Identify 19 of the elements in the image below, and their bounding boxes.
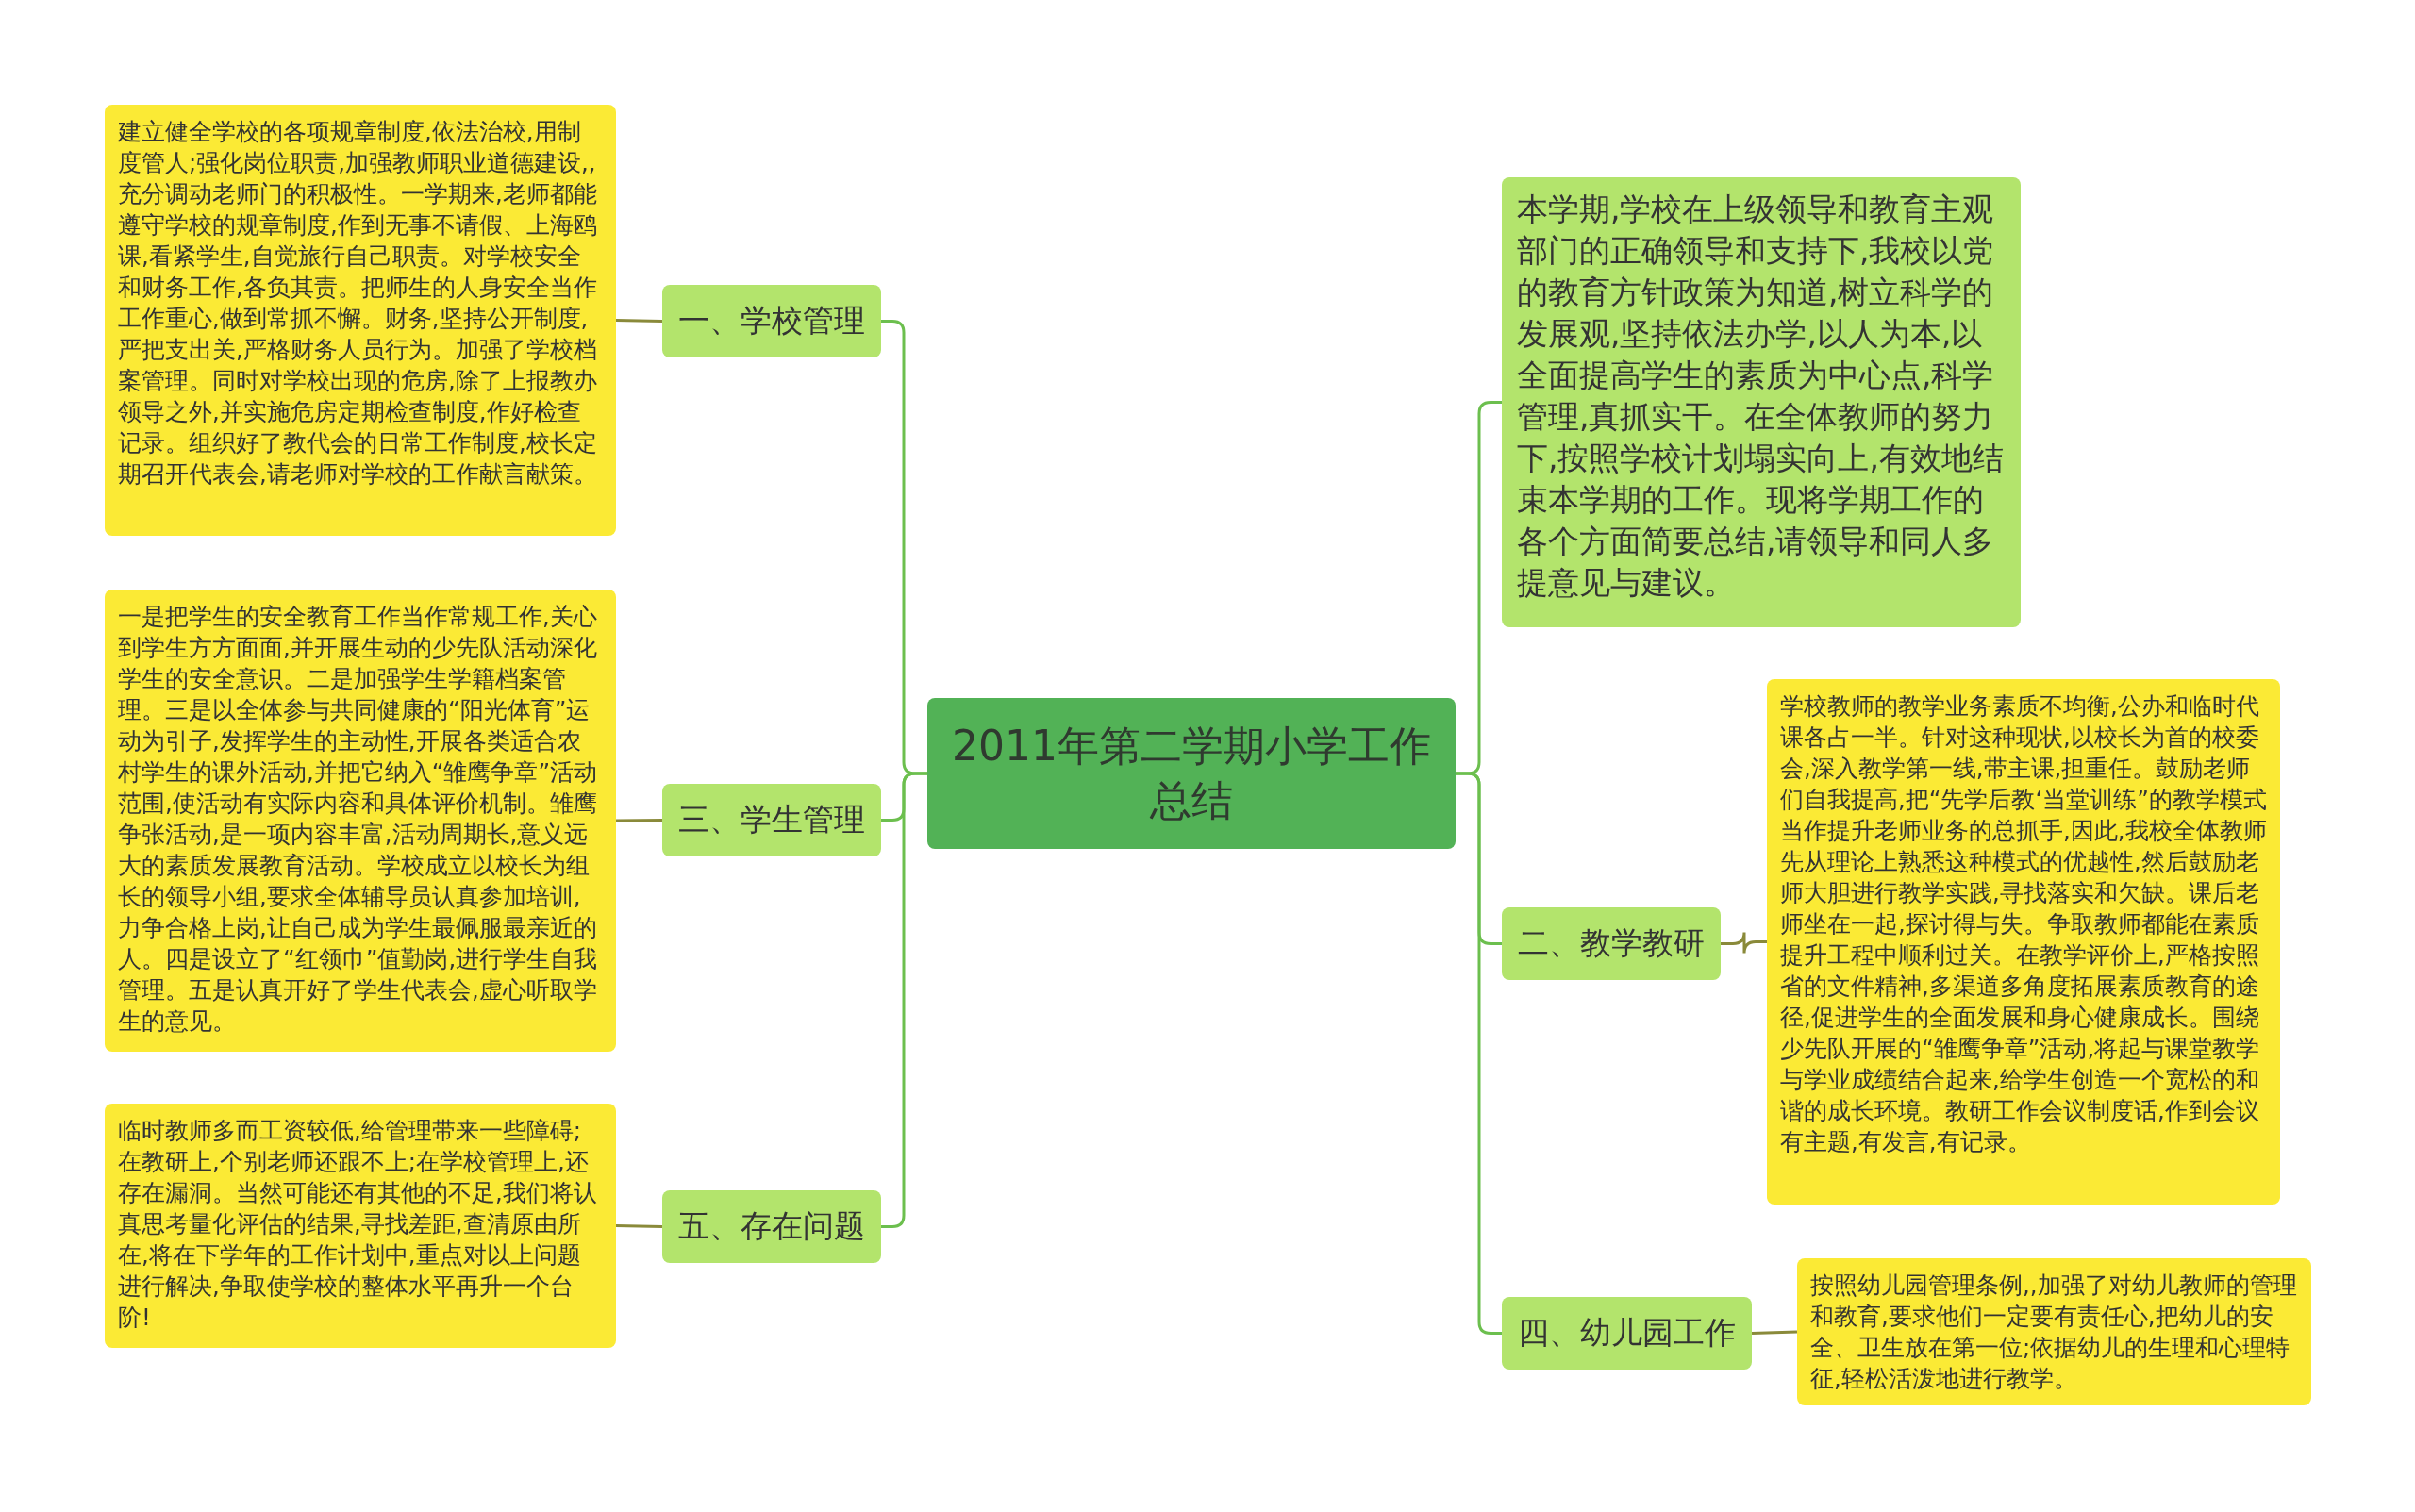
connector-line <box>1456 772 1502 1335</box>
branch-topic: 二、教学教研 <box>1502 907 1721 980</box>
note-card: 学校教师的教学业务素质不均衡,公办和临时代课各占一半。针对这种现状,以校长为首的校委会,深入教学第一线,带主课,担重任。鼓励老师们自我提高,把“先学后教‘当堂训练”的教学模式当作提升老师业务的总抓手,因此,我校全体教师先从理论上熟悉这种模式的优越性,然后鼓励老师大胆进行教学实践,寻找落实和欠缺。课后老师坐在一起,探讨得与失。争取教师都能在素质提升工程中顺利过关。在教学评价上,严格按照省的文件精神,多渠道多角度拓展素质教育的途径,促进学生的全面发展和身心健康成长。围绕少先队开展的“雏鹰争章”活动,将起与课堂教学与学业成绩结合起来,给学生创造一个宽松的和谐的成长环境。教研工作会议制度话,作到会议有主题,有发言,有记录。 <box>1767 679 2280 1205</box>
branch-topic: 五、存在问题 <box>662 1190 881 1263</box>
note-card: 临时教师多而工资较低,给管理带来一些障碍;在教研上,个别老师还跟不上;在学校管理上,还存在漏洞。当然可能还有其他的不足,我们将认真思考量化评估的结果,寻找差距,查清原由所在,将在下学年的工作计划中,重点对以上问题进行解决,争取使学校的整体水平再升一个台阶! <box>105 1104 616 1348</box>
connector-line <box>1751 1330 1798 1335</box>
connector-line <box>615 319 663 323</box>
summary-card: 本学期,学校在上级领导和教育主观部门的正确领导和支持下,我校以党的教育方针政策为知道,树立科学的发展观,坚持依法办学,以人为本,以全面提高学生的素质为中心点,科学管理,真抓实干。在全体教师的努力下,按照学校计划塌实向上,有效地结束本学期的工作。现将学期工作的各个方面简要总结,请领导和同人多提意见与建议。 <box>1502 177 2021 627</box>
branch-topic: 四、幼儿园工作 <box>1502 1297 1752 1370</box>
note-card: 建立健全学校的各项规章制度,依法治校,用制度管人;强化岗位职责,加强教师职业道德建设,,充分调动老师门的积极性。一学期来,老师都能遵守学校的规章制度,作到无事不请假、上海鸥课,看紧学生,自觉旅行自己职责。对学校安全和财务工作,各负其责。把师生的人身安全当作工作重心,做到常抓不懈。财务,坚持公开制度,严把支出关,严格财务人员行为。加强了学校档案管理。同时对学校出现的危房,除了上报教办领导之外,并实施危房定期检查制度,作好检查记录。组织好了教代会的日常工作制度,校长定期召开代表会,请老师对学校的工作献言献策。 <box>105 105 616 536</box>
note-card: 按照幼儿园管理条例,,加强了对幼儿教师的管理和教育,要求他们一定要有责任心,把幼儿的安全、卫生放在第一位;依据幼儿的生理和心理特征,轻松活泼地进行教学。 <box>1797 1258 2311 1405</box>
branch-topic: 三、学生管理 <box>662 784 881 856</box>
connector-line <box>615 1224 663 1228</box>
note-card: 一是把学生的安全教育工作当作常规工作,关心到学生方方面面,并开展生动的少先队活动深化学生的安全意识。二是加强学生学籍档案管理。三是以全体参与共同健康的“阳光体育”运动为引子,发挥学生的主动性,开展各类适合农村学生的课外活动,并把它纳入“雏鹰争章”活动范围,使活动有实际内容和具体评价机制。雏鹰争张活动,是一项内容丰富,活动周期长,意义远大的素质发展教育活动。学校成立以校长为组长的领导小组,要求全体辅导员认真参加培训,力争合格上岗,让自己成为学生最佩服最亲近的人。四是设立了“红领巾”值勤岗,进行学生自我管理。五是认真开好了学生代表会,虚心听取学生的意见。 <box>105 590 616 1052</box>
connector-line <box>1721 931 1767 955</box>
connector-line <box>881 772 927 1228</box>
branch-topic: 一、学校管理 <box>662 285 881 357</box>
connector-line <box>616 819 662 822</box>
central-topic: 2011年第二学期小学工作总结 <box>927 698 1456 849</box>
